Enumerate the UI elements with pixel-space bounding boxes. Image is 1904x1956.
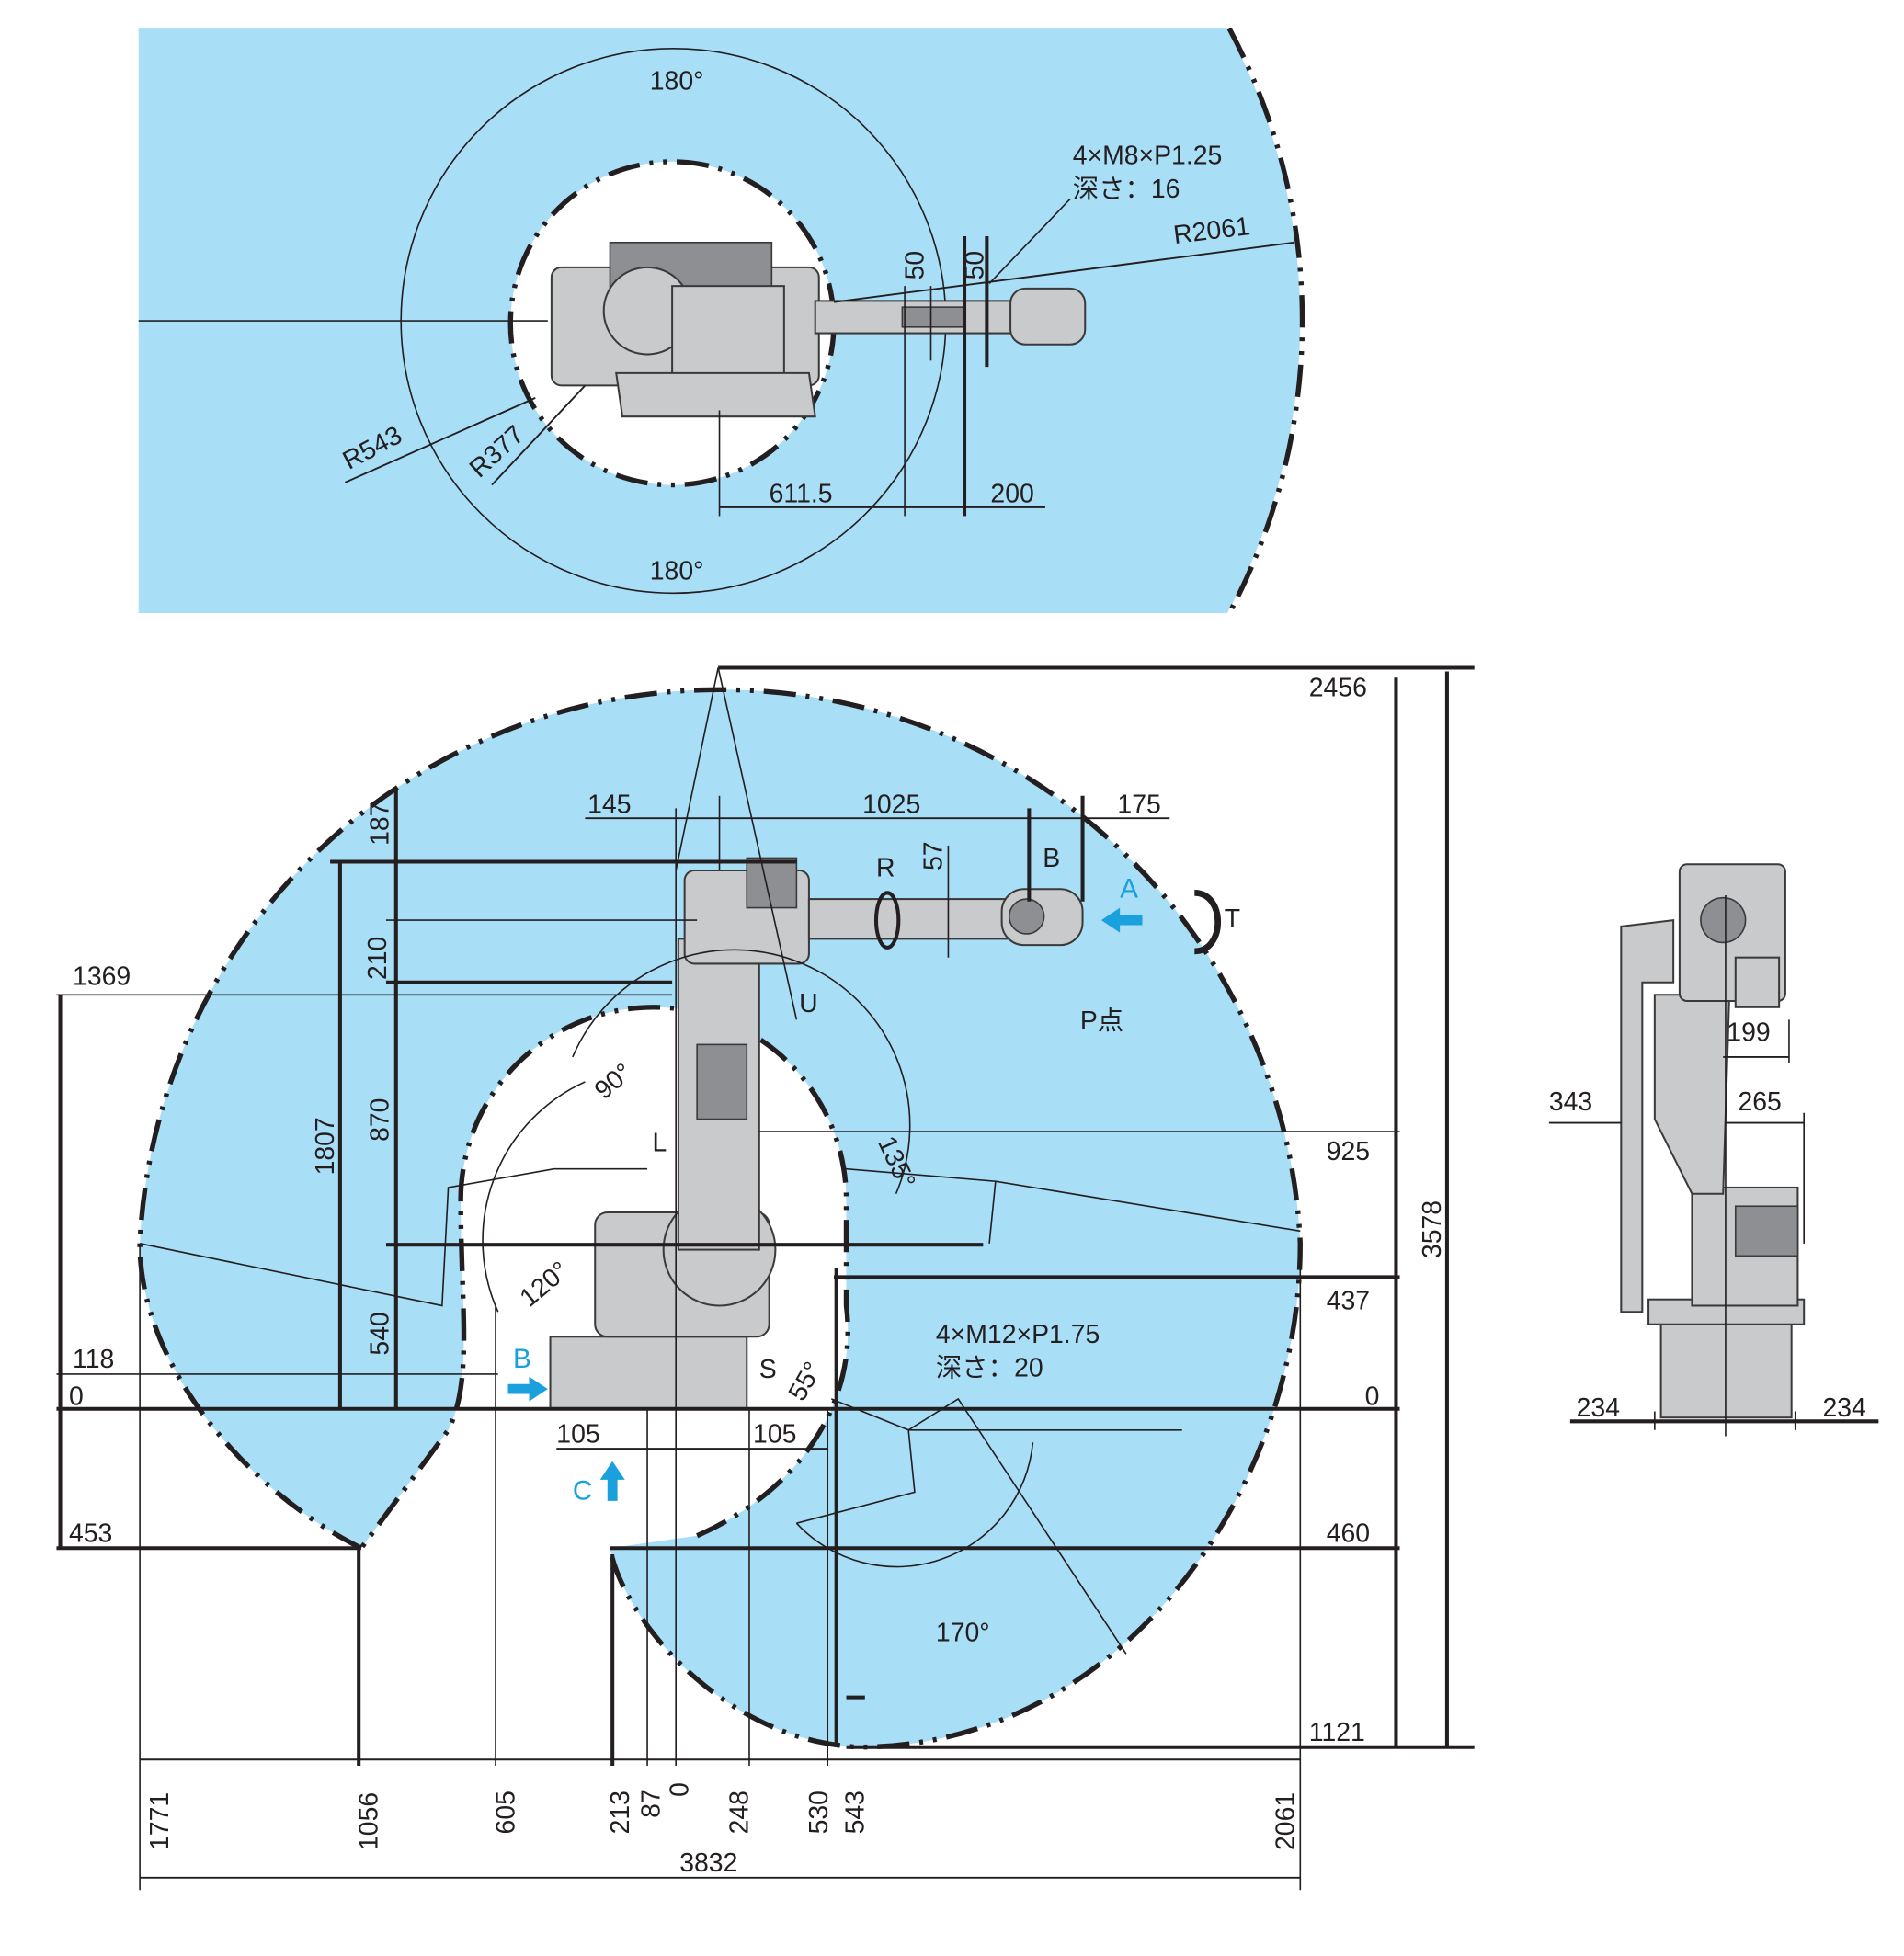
- dim-343: 343: [1549, 1087, 1592, 1117]
- top-angle-bottom: 180°: [650, 556, 704, 586]
- top-mount-spec: 4×M8×P1.25: [1073, 142, 1223, 171]
- dim-145: 145: [587, 790, 631, 820]
- axis-b-label: B: [1043, 844, 1060, 873]
- dim-118: 118: [73, 1345, 114, 1374]
- top-dim-200: 200: [990, 480, 1033, 509]
- side-workspace-area: [140, 689, 1301, 1747]
- dim-925: 925: [1327, 1137, 1370, 1166]
- dim-bottom: 2061: [1271, 1792, 1301, 1850]
- dim-234-left: 234: [1577, 1393, 1620, 1423]
- angle-170: 170°: [936, 1619, 990, 1648]
- dim-3578: 3578: [1418, 1200, 1447, 1258]
- dim-199: 199: [1727, 1018, 1770, 1047]
- dim-bottom: 543: [840, 1791, 870, 1834]
- robot-rear-view: [1620, 863, 1806, 1419]
- dim-437: 437: [1327, 1287, 1370, 1316]
- angle-120: 120°: [514, 1256, 575, 1313]
- r-axis-rotation-icon: [873, 891, 901, 950]
- dim-105-left: 105: [556, 1419, 599, 1449]
- base-mount-depth: 深さ：20: [936, 1354, 1043, 1383]
- dim-2456: 2456: [1309, 674, 1367, 703]
- dim-0-right: 0: [1365, 1382, 1380, 1412]
- dim-1121: 1121: [1309, 1718, 1365, 1747]
- dim-bottom: 87: [637, 1789, 667, 1818]
- angle-90: 90°: [589, 1058, 638, 1106]
- view-a-arrow-icon: [1100, 907, 1143, 933]
- dim-460: 460: [1327, 1519, 1370, 1549]
- dim-0-left: 0: [69, 1382, 84, 1412]
- axis-l-label: L: [652, 1129, 667, 1158]
- dim-870: 870: [366, 1098, 395, 1142]
- dim-265: 265: [1738, 1087, 1781, 1117]
- dim-540: 540: [366, 1312, 395, 1355]
- dim-57: 57: [919, 841, 949, 870]
- top-mount-depth: 深さ：16: [1073, 175, 1180, 204]
- top-view: 180° 180° 4×M8×P1.25 深さ：16 R2061 50 50 R…: [138, 27, 1305, 615]
- top-angle-top: 180°: [650, 66, 704, 96]
- t-axis-rotation-icon: [1193, 889, 1222, 955]
- dim-210: 210: [363, 937, 393, 980]
- dim-1025: 1025: [862, 790, 920, 820]
- bottom-dimensions: 1771 1056 605 213 87 0 248 530 543 2061 …: [145, 1782, 1300, 1878]
- side-view: 2456 145 1025 175 187 R 57 B A T 210 136…: [56, 665, 1475, 1891]
- axis-u-label: U: [799, 989, 818, 1018]
- top-workspace-boundary: [1226, 27, 1305, 615]
- dim-105-right: 105: [753, 1419, 796, 1449]
- view-b-label: B: [513, 1344, 531, 1374]
- dim-3832: 3832: [679, 1848, 737, 1878]
- view-b-arrow-icon: [507, 1376, 548, 1402]
- angle-55: 55°: [783, 1357, 828, 1405]
- dim-bottom: 1056: [354, 1792, 383, 1850]
- dim-bottom: 530: [804, 1791, 834, 1834]
- dim-453: 453: [69, 1519, 112, 1549]
- view-c-label: C: [573, 1476, 593, 1507]
- dim-bottom: 605: [491, 1791, 520, 1834]
- dim-bottom: 1771: [145, 1792, 175, 1850]
- dim-234-right: 234: [1822, 1393, 1865, 1423]
- dim-175: 175: [1117, 790, 1160, 820]
- rear-view: 199 343 265 234 234: [1549, 863, 1879, 1437]
- view-c-arrow-icon: [599, 1461, 625, 1501]
- robot-side-view: [549, 857, 1084, 1410]
- axis-s-label: S: [759, 1355, 777, 1384]
- base-mount-spec: 4×M12×P1.75: [936, 1320, 1100, 1349]
- dim-1807: 1807: [311, 1117, 340, 1175]
- view-a-label: A: [1120, 874, 1138, 904]
- top-dim-50a: 50: [900, 251, 929, 280]
- top-dim-611-5: 611.5: [770, 480, 833, 509]
- dim-1369: 1369: [73, 961, 131, 991]
- axis-t-label: T: [1225, 904, 1240, 934]
- p-point-label: P点: [1080, 1006, 1123, 1036]
- axis-r-label: R: [876, 854, 895, 883]
- dim-187: 187: [366, 802, 395, 846]
- dim-bottom: 248: [725, 1791, 755, 1834]
- dim-bottom: 213: [606, 1791, 635, 1834]
- robot-top-view: [550, 241, 1087, 418]
- top-dim-50b: 50: [960, 251, 989, 280]
- dim-bottom: 0: [666, 1782, 695, 1797]
